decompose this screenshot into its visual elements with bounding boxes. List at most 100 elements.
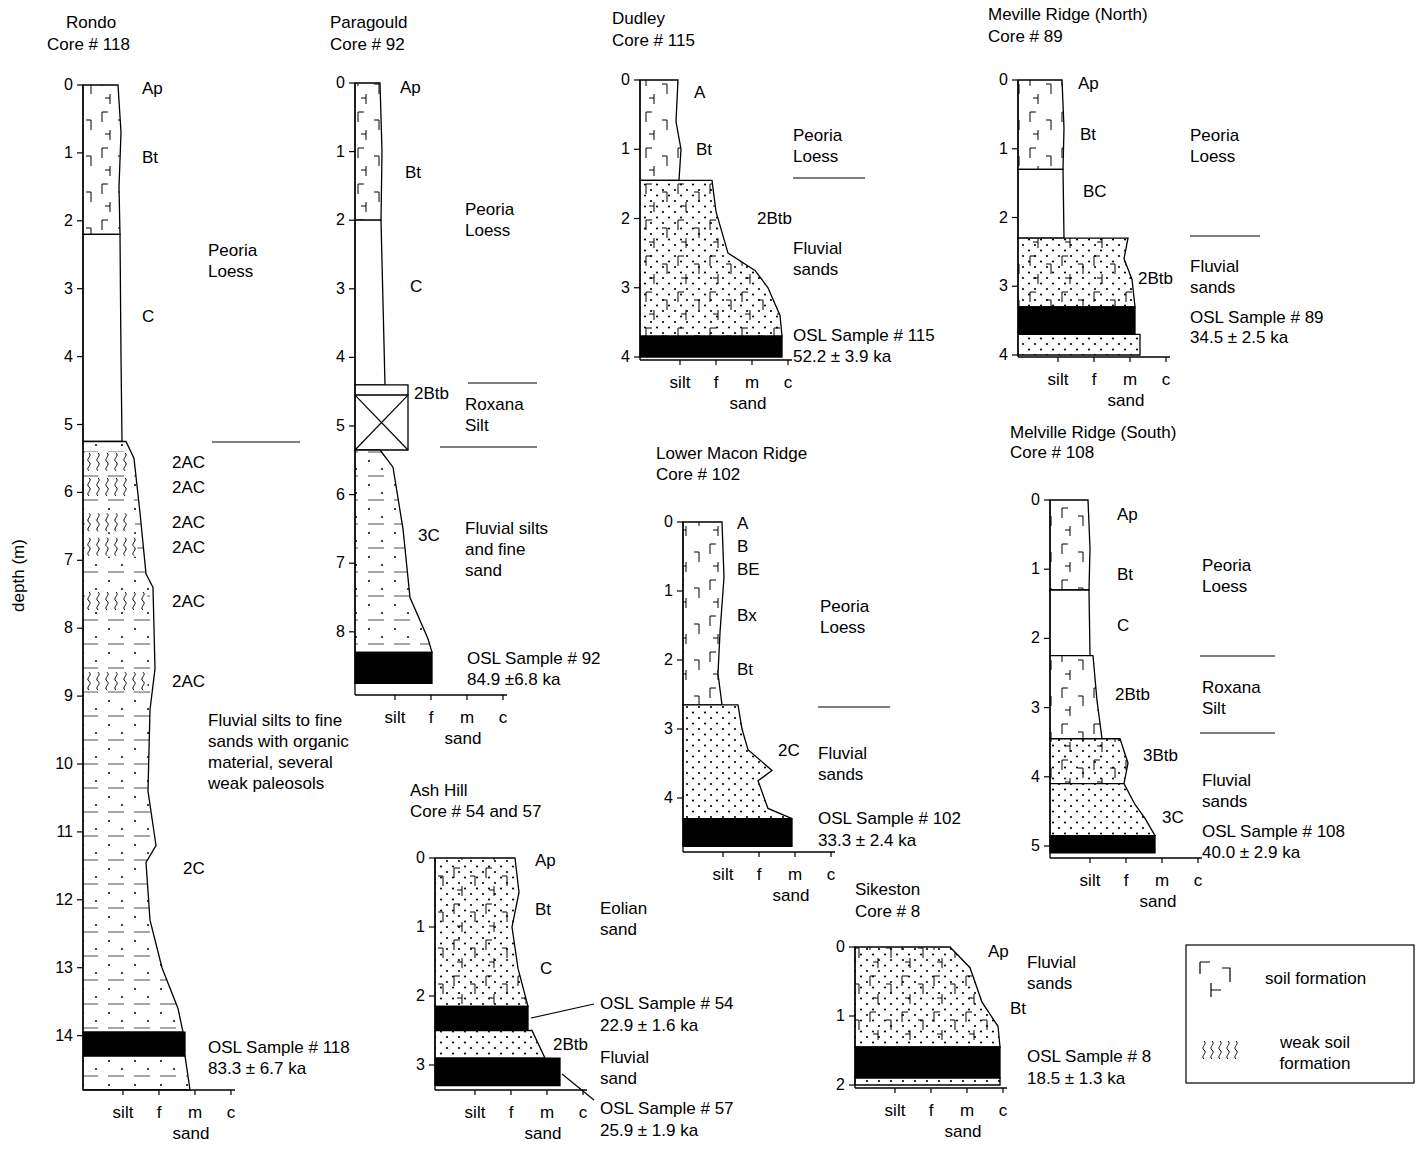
grain-size-tick: [930, 1088, 931, 1093]
grain-size-label: sand: [1108, 390, 1145, 411]
core-unit-outline: [435, 1058, 560, 1086]
grain-size-label: m: [1123, 369, 1137, 390]
osl-sample: OSL Sample # 57: [600, 1098, 734, 1119]
depth-tick: 4: [999, 346, 1008, 364]
horizon-label: C: [142, 306, 154, 327]
core-unit-fill: [640, 80, 681, 180]
depth-tick-mark: [1044, 707, 1050, 708]
depth-tick: 1: [416, 918, 425, 936]
osl-sample: OSL Sample # 102: [818, 808, 961, 829]
horizon-label: A: [694, 82, 705, 103]
depth-tick: 1: [836, 1007, 845, 1025]
depth-tick: 2: [836, 1076, 845, 1094]
core-unit-outline: [1018, 334, 1140, 355]
core-unit-fill: [855, 1047, 1000, 1078]
depth-axis: [1017, 80, 1018, 357]
core-unit-outline: [855, 947, 1000, 1047]
depth-tick: 0: [336, 74, 345, 92]
depth-tick-mark: [349, 220, 355, 221]
depth-tick: 0: [999, 71, 1008, 89]
depth-tick-mark: [349, 357, 355, 358]
depth-tick-mark: [349, 151, 355, 152]
grain-size-tick: [394, 695, 395, 700]
weak-soil-ground: [85, 477, 131, 497]
horizon-label: 2AC: [172, 671, 205, 692]
core-unit-outline: [435, 858, 528, 1006]
grain-size-tick: [1089, 858, 1090, 863]
depth-tick: 8: [336, 623, 345, 641]
grain-size-tick: [966, 1088, 967, 1093]
grain-size-label: c: [999, 1100, 1008, 1121]
unit-label: Fluvial sands: [1027, 952, 1076, 994]
osl-age: 83.3 ± 6.7 ka: [208, 1058, 306, 1079]
core-unit-fill: [640, 336, 782, 357]
depth-tick-mark: [429, 857, 435, 858]
depth-tick-mark: [677, 590, 683, 591]
grain-size-label: silt: [113, 1102, 134, 1123]
core-unit-fill: [435, 858, 528, 1006]
osl-age: 52.2 ± 3.9 ka: [793, 346, 891, 367]
weak-soil-ground: [85, 591, 147, 611]
weak-soil-mark: [88, 538, 135, 556]
horizon-label: C: [410, 276, 422, 297]
weak-soil-mark: [88, 513, 126, 531]
unit-label: Roxana Silt: [465, 394, 524, 436]
depth-tick: 6: [336, 486, 345, 504]
core-unit-outline: [355, 83, 382, 220]
unit-label: Peoria Loess: [1190, 125, 1239, 167]
grain-size-tick: [502, 695, 503, 700]
depth-tick-mark: [1044, 776, 1050, 777]
horizon-label: Bx: [737, 605, 757, 626]
core-unit-fill: [83, 1056, 190, 1090]
depth-tick-mark: [1012, 217, 1018, 218]
core-unit-fill: [1050, 739, 1128, 784]
depth-tick-mark: [1044, 569, 1050, 570]
weak-soil-ground: [85, 452, 128, 472]
depth-tick: 0: [836, 938, 845, 956]
depth-tick-mark: [77, 695, 83, 696]
core-unit-fill: [355, 450, 432, 652]
core-unit-fill: [640, 180, 782, 336]
core-unit-outline: [1018, 307, 1135, 335]
depth-tick: 1: [1031, 560, 1040, 578]
core-unit-fill: [855, 947, 1000, 1047]
unit-boundary: [1200, 655, 1275, 656]
core-number: Core # 115: [612, 30, 695, 51]
horizon-label: Ap: [988, 941, 1009, 962]
depth-tick-mark: [1044, 845, 1050, 846]
core-unit-fill: [1018, 80, 1064, 169]
soil-symbol: [1200, 962, 1230, 997]
legend-text: weak soil formation: [1260, 1032, 1370, 1074]
depth-tick-mark: [77, 899, 83, 900]
core-unit-outline: [640, 180, 782, 336]
core-unit-fill: [1050, 739, 1128, 784]
grain-size-tick: [894, 1088, 895, 1093]
core-unit-outline: [355, 652, 432, 683]
weak-soil-mark: [88, 672, 144, 690]
depth-tick-mark: [634, 149, 640, 150]
unit-label: Eolian sand: [600, 898, 647, 940]
leader-line: [531, 1004, 594, 1018]
core-unit-fill: [683, 819, 792, 847]
core-unit-outline: [640, 80, 681, 180]
depth-tick-mark: [1044, 499, 1050, 500]
missing-core-cross: [355, 395, 408, 450]
depth-tick-mark: [634, 287, 640, 288]
site-name: Dudley: [612, 8, 665, 29]
core-unit-outline: [83, 441, 183, 1032]
depth-tick: 2: [1031, 629, 1040, 647]
depth-tick: 6: [64, 483, 73, 501]
grain-size-label: silt: [1048, 369, 1069, 390]
core-number: Core # 92: [330, 34, 405, 55]
unit-label: Fluvial sands: [818, 743, 867, 785]
depth-tick: 1: [64, 144, 73, 162]
core-unit-fill: [1050, 836, 1155, 853]
unit-boundary: [212, 441, 300, 442]
core-unit-fill: [83, 85, 121, 234]
grain-size-tick: [1161, 858, 1162, 863]
grain-size-label: m: [1155, 870, 1169, 891]
horizon-label: 2Btb: [757, 208, 792, 229]
depth-tick: 3: [1031, 699, 1040, 717]
core-unit-fill: [1050, 656, 1102, 739]
core-unit-outline: [83, 85, 121, 234]
